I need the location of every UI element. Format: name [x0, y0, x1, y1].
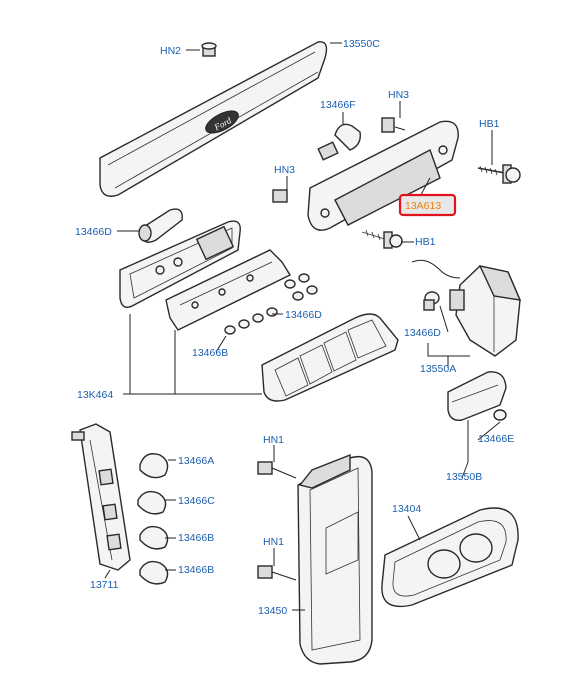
callout-13450: 13450	[258, 605, 287, 617]
rear-lamp-lens	[261, 313, 399, 402]
third-brake-lamp-13a613	[307, 120, 459, 231]
high-mount-lamp-cover: Ford	[99, 41, 328, 197]
stud-hn1-lower	[257, 565, 297, 581]
callout-13711: 13711	[90, 579, 119, 591]
bulb-13466b-lower1	[139, 525, 169, 550]
callout-13466f: 13466F	[320, 99, 356, 111]
bolt-hb1-top	[477, 164, 521, 184]
stud-hn1-upper	[257, 461, 297, 479]
lamp-socket-plate	[119, 220, 241, 308]
callout-hn3-left: HN3	[274, 164, 295, 176]
callout-13466d-left: 13466D	[75, 226, 112, 238]
callout-13466d-mid: 13466D	[285, 309, 322, 321]
callout-13k464: 13K464	[77, 389, 113, 401]
callout-13a613: 13A613	[405, 200, 441, 212]
callout-hb1-mid: HB1	[415, 236, 436, 248]
callout-13466b-lower1: 13466B	[178, 532, 214, 544]
callout-hn1-lower: HN1	[263, 536, 284, 548]
bulb-13466e	[493, 409, 507, 421]
callout-hn3-top: HN3	[388, 89, 409, 101]
callout-13550a: 13550A	[420, 363, 456, 375]
bolt-hb1-mid	[361, 229, 403, 249]
callout-13466a: 13466A	[178, 455, 214, 467]
bulb-13466d-right	[423, 291, 440, 311]
callout-13466c: 13466C	[178, 495, 215, 507]
circuit-board	[165, 249, 291, 331]
callout-13550b: 13550B	[446, 471, 482, 483]
callout-13550c: 13550C	[343, 38, 380, 50]
callout-13466d-right: 13466D	[404, 327, 441, 339]
callout-hn1-upper: HN1	[263, 434, 284, 446]
reflector-13404	[381, 507, 519, 608]
callout-hn2: HN2	[160, 45, 181, 57]
leader-lines	[104, 42, 501, 611]
nut-hn2	[201, 42, 217, 57]
side-marker-lamp-13550a	[411, 259, 522, 357]
bulb-13466f	[317, 123, 361, 161]
callout-13466e: 13466E	[478, 433, 514, 445]
bulb-holder-13711	[71, 423, 131, 571]
callout-13466b-lower2: 13466B	[178, 564, 214, 576]
bulb-13466d-left	[138, 208, 183, 243]
tail-lamp-13450	[297, 453, 373, 665]
callout-13466b-upper: 13466B	[192, 347, 228, 359]
bulbs-13466d-mid	[224, 273, 318, 335]
ford-logo-icon	[205, 110, 239, 134]
callout-13404: 13404	[392, 503, 421, 515]
bulb-13466a	[139, 453, 169, 479]
bulb-13466b-lower2	[139, 560, 169, 585]
nut-hn3-left	[272, 189, 288, 203]
nut-hn3-top	[381, 117, 406, 133]
bulb-13466c	[137, 490, 167, 515]
side-repeater-13550b	[447, 371, 507, 421]
callout-labels: HN2 13550C 13466F HN3 HB1 HN3 HB1 13466D…	[75, 38, 514, 617]
highlighted-callout: 13A613	[398, 193, 457, 217]
callout-hb1-top: HB1	[479, 118, 500, 130]
